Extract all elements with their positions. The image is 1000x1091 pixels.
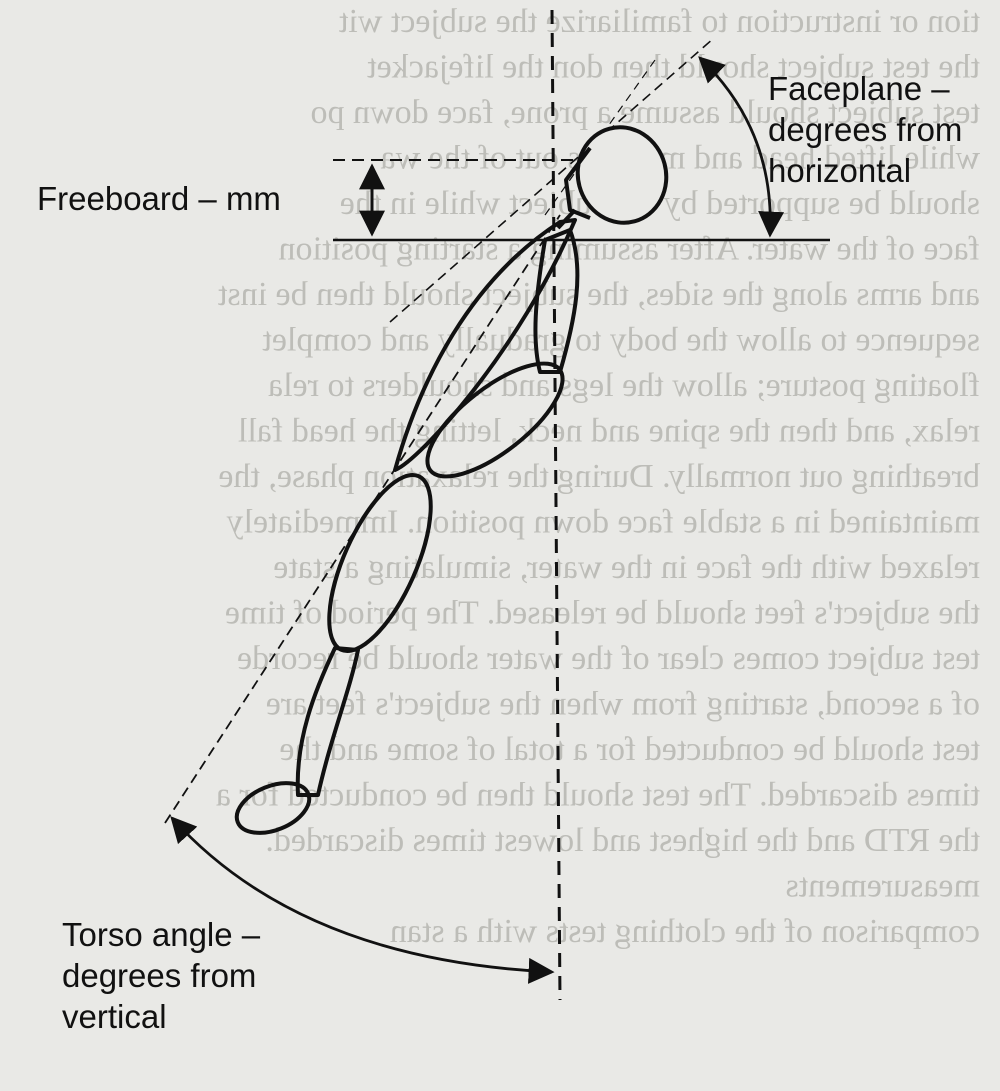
faceplane-line [389, 37, 715, 323]
torso-label-line1: Torso angle – [62, 916, 261, 953]
bleed-text-line: face of the water. After assuming a star… [278, 231, 980, 268]
head [575, 125, 669, 225]
torso [393, 218, 577, 472]
faceplane-label-line1: Faceplane – [768, 70, 950, 107]
bleed-text-line: relaxed with the face in the water, simu… [273, 549, 980, 586]
bleed-text-line: the test subject should then don the lif… [367, 49, 980, 86]
bleed-text-line: relax, and then the spine and neck, lett… [238, 413, 980, 450]
faceplane-line-2 [544, 59, 656, 216]
bleed-text-line: while lifted head and mouth is out of th… [380, 140, 980, 177]
bleed-text-line: the RTD and the highest and lowest times… [265, 822, 980, 859]
torso-line [164, 214, 561, 824]
face [564, 146, 592, 220]
bleed-text-line: of a second, starting from when the subj… [266, 686, 980, 723]
bleed-text-line: test should be conducted for a total of … [279, 731, 980, 768]
lower-leg [295, 646, 360, 797]
bleed-text-line: test subject comes clear of the water sh… [237, 640, 980, 677]
bleed-text-line: tion or instruction to familiarize the s… [338, 3, 980, 40]
torso-label-line2: degrees from [62, 957, 257, 994]
bleed-text-line: maintained in a stable face down positio… [227, 504, 980, 541]
faceplane-label-line3: horizontal [768, 152, 912, 189]
bleed-text-line: sequence to allow the body to gradually … [262, 322, 980, 359]
freeboard-label: Freeboard – mm [37, 178, 281, 219]
bleed-text-line: comparison of the clothing tests with a … [390, 913, 980, 950]
faceplane-angle-arc [698, 56, 785, 238]
torso-label-line3: vertical [62, 998, 167, 1035]
torso-angle-label: Torso angle – degrees from vertical [62, 914, 260, 1037]
bleed-text-line: times discarded. The test should then be… [216, 777, 980, 814]
bleed-text-line: measurements [786, 868, 981, 905]
faceplane-label: Faceplane – degrees from horizontal [768, 68, 962, 191]
bleed-text-line: floating posture; allow the legs and sho… [268, 367, 980, 404]
foot [234, 781, 312, 835]
faceplane-label-line2: degrees from [768, 111, 963, 148]
bleed-text-line: test subject should assume a prone, face… [311, 94, 980, 131]
floating-figure [234, 125, 669, 835]
bleed-text-line: breathing out normally. During the relax… [218, 458, 980, 495]
bleed-text-line: the subject's feet should be released. T… [225, 595, 980, 632]
bleed-text-line: and arms along the sides, the subject sh… [217, 276, 980, 313]
vertical-reference-line [550, 9, 562, 1001]
forearm [425, 361, 565, 479]
neck [556, 208, 577, 230]
torso-angle-arc [170, 816, 555, 984]
freeboard-label-text: Freeboard – mm [37, 180, 281, 217]
